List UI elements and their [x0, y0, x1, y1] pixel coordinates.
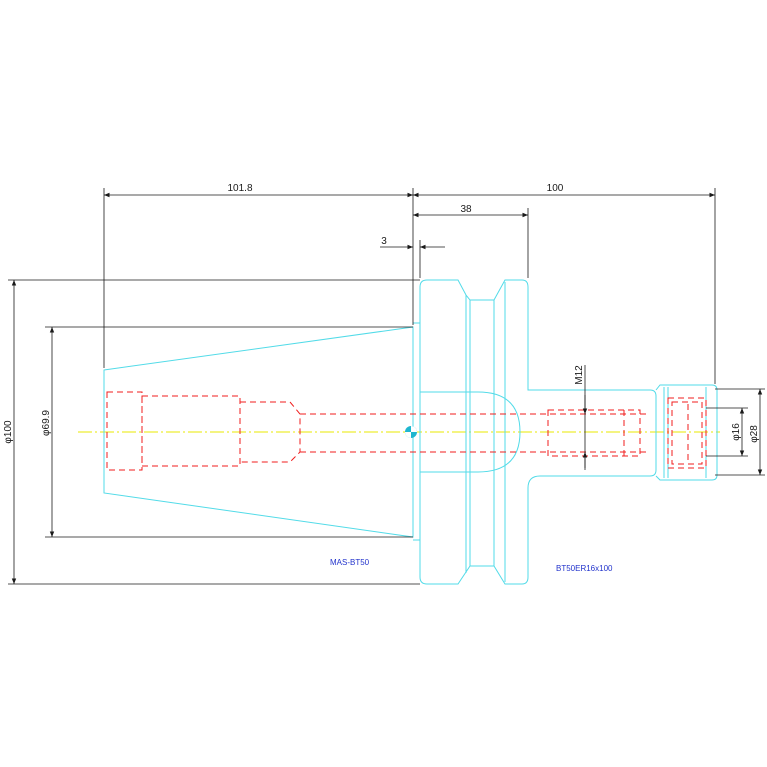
dim-collet-inner: φ16 — [731, 423, 742, 441]
dim-flange-diameter: φ100 — [3, 420, 14, 444]
dimension-lines — [8, 188, 765, 585]
dim-total-length: 100 — [547, 183, 564, 194]
dim-taper-diameter: φ69.9 — [41, 410, 52, 436]
label-left-part: MAS-BT50 — [330, 558, 370, 567]
dim-flange-length: 38 — [460, 204, 472, 215]
label-right-part: BT50ER16x100 — [556, 564, 613, 573]
dim-thread: M12 — [574, 365, 585, 385]
hidden-lines — [106, 391, 707, 471]
dim-taper-length: 101.8 — [227, 183, 252, 194]
dim-collet-outer: φ28 — [749, 425, 760, 443]
dim-gap: 3 — [381, 236, 387, 247]
